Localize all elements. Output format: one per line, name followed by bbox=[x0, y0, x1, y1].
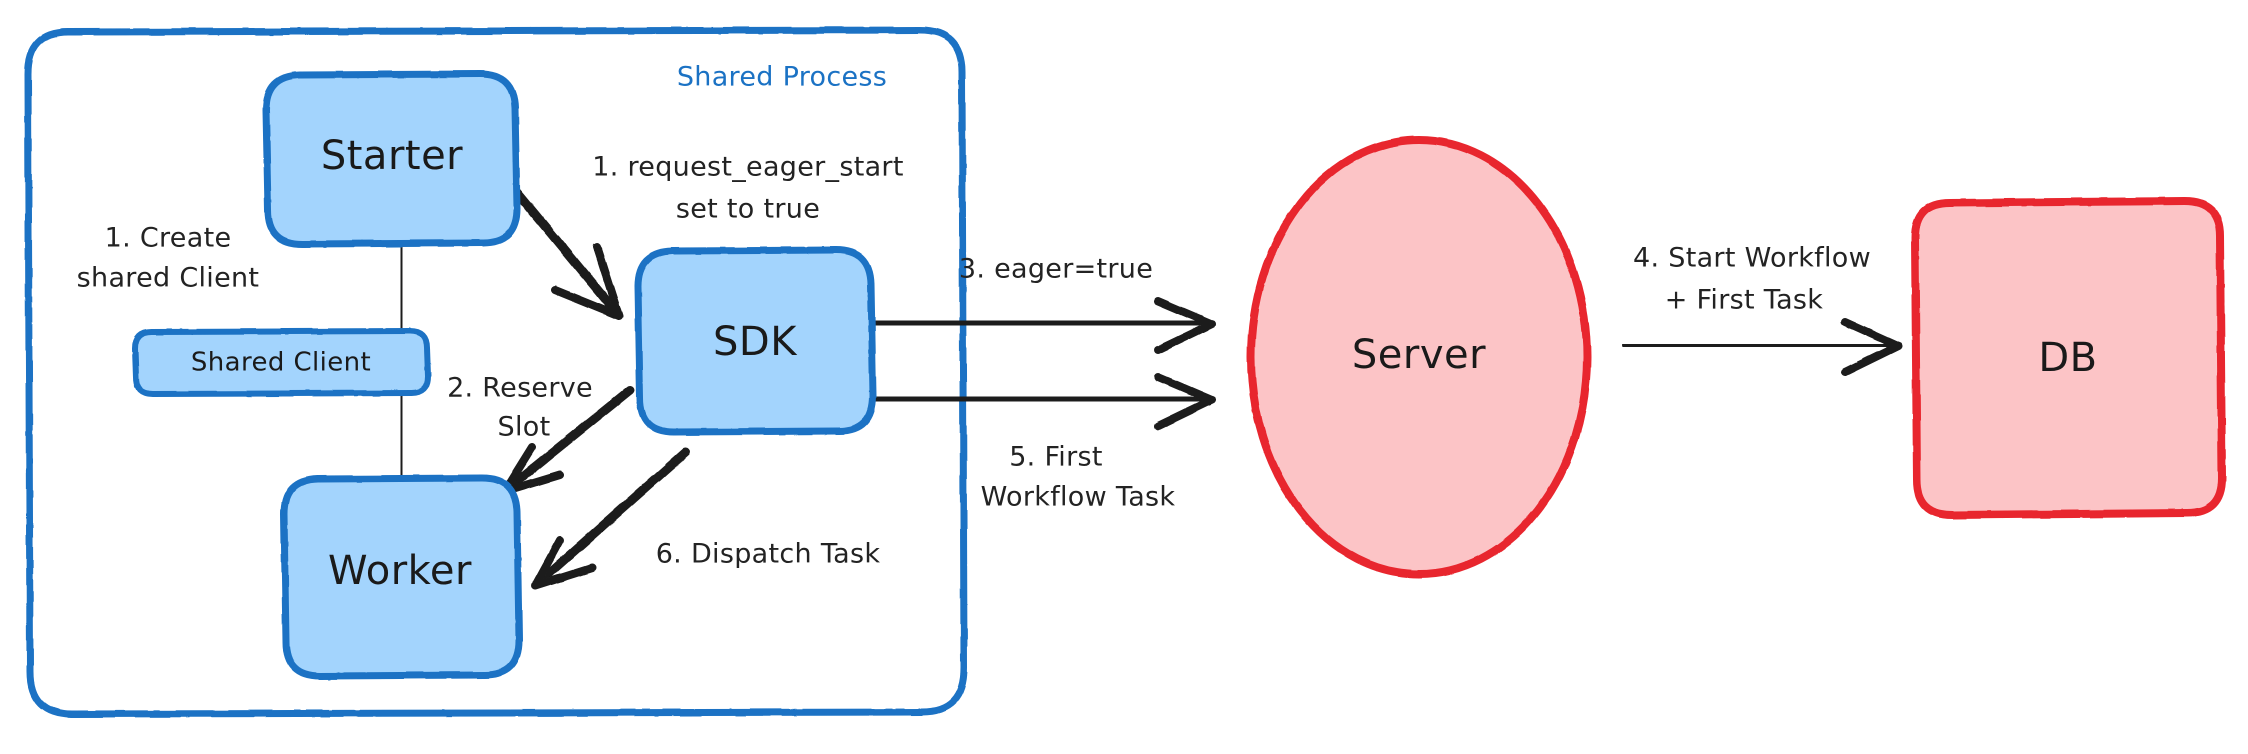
arrow-shaft-start-workflow bbox=[1622, 341, 1900, 350]
node-starter-label: Starter bbox=[321, 133, 463, 179]
edge-dispatch-task[interactable]: 6. Dispatch Task bbox=[531, 447, 881, 590]
arrow-shaft-first-workflow-task bbox=[870, 394, 1214, 404]
edge-reserve-slot-label-line2: Slot bbox=[498, 412, 551, 443]
node-starter[interactable]: Starter bbox=[262, 70, 521, 248]
edge-first-workflow-task-label-line1: 5. First bbox=[1009, 442, 1103, 473]
node-shared-client-label: Shared Client bbox=[191, 348, 371, 378]
arrow-shaft-dispatch-task bbox=[532, 447, 691, 589]
node-server-label: Server bbox=[1352, 332, 1486, 378]
shared-process-border bbox=[24, 26, 968, 718]
shared-process-group[interactable]: Shared Process bbox=[24, 26, 968, 718]
edge-start-workflow-label-line1: 4. Start Workflow bbox=[1633, 243, 1871, 274]
node-db-label: DB bbox=[2038, 335, 2097, 381]
shared-process-label: Shared Process bbox=[677, 62, 887, 93]
edge-create-shared-client[interactable]: 1. Create shared Client bbox=[77, 223, 406, 482]
edge-eager-true[interactable]: 3. eager=true bbox=[870, 254, 1216, 354]
arrow-shaft-eager-true bbox=[870, 318, 1214, 328]
line-starter-shared-client bbox=[397, 239, 406, 331]
node-sdk-label: SDK bbox=[713, 319, 798, 365]
edge-request-eager-start-label-line1: 1. request_eager_start bbox=[592, 152, 903, 183]
arrow-head-eager-true bbox=[1154, 297, 1216, 354]
arrow-shaft-reserve-slot bbox=[501, 385, 635, 495]
node-sdk[interactable]: SDK bbox=[634, 246, 877, 436]
node-starter-shape bbox=[262, 70, 521, 248]
arrow-head-first-workflow-task bbox=[1154, 373, 1216, 430]
edge-create-shared-client-label-line1: 1. Create bbox=[105, 223, 232, 254]
edge-request-eager-start-label-line2: set to true bbox=[676, 194, 820, 225]
line-shared-client-worker bbox=[397, 389, 406, 482]
edge-start-workflow-label-line2: + First Task bbox=[1665, 285, 1824, 316]
node-worker-label: Worker bbox=[328, 548, 472, 594]
edge-first-workflow-task[interactable]: 5. First Workflow Task bbox=[870, 373, 1216, 513]
node-shared-client-shape bbox=[132, 328, 431, 397]
edge-reserve-slot-label-line1: 2. Reserve bbox=[447, 373, 593, 404]
arrow-head-dispatch-task bbox=[531, 536, 596, 590]
node-server[interactable]: Server bbox=[1247, 136, 1591, 578]
node-db-shape bbox=[1911, 197, 2226, 519]
edge-create-shared-client-label-line2: shared Client bbox=[77, 263, 260, 294]
node-worker[interactable]: Worker bbox=[280, 474, 523, 680]
edge-start-workflow-first-task[interactable]: 4. Start Workflow + First Task bbox=[1622, 243, 1902, 376]
arrow-head-request-eager-start bbox=[551, 243, 623, 320]
node-db[interactable]: DB bbox=[1911, 197, 2226, 519]
edge-dispatch-task-label: 6. Dispatch Task bbox=[656, 539, 881, 570]
arrow-head-start-workflow bbox=[1841, 318, 1902, 376]
node-server-shape bbox=[1247, 136, 1591, 578]
node-worker-shape bbox=[280, 474, 523, 680]
node-shared-client[interactable]: Shared Client bbox=[132, 328, 431, 397]
edge-first-workflow-task-label-line2: Workflow Task bbox=[981, 482, 1176, 513]
node-sdk-shape bbox=[634, 246, 877, 436]
edge-eager-true-label: 3. eager=true bbox=[959, 254, 1153, 285]
edge-reserve-slot[interactable]: 2. Reserve Slot bbox=[447, 373, 635, 496]
